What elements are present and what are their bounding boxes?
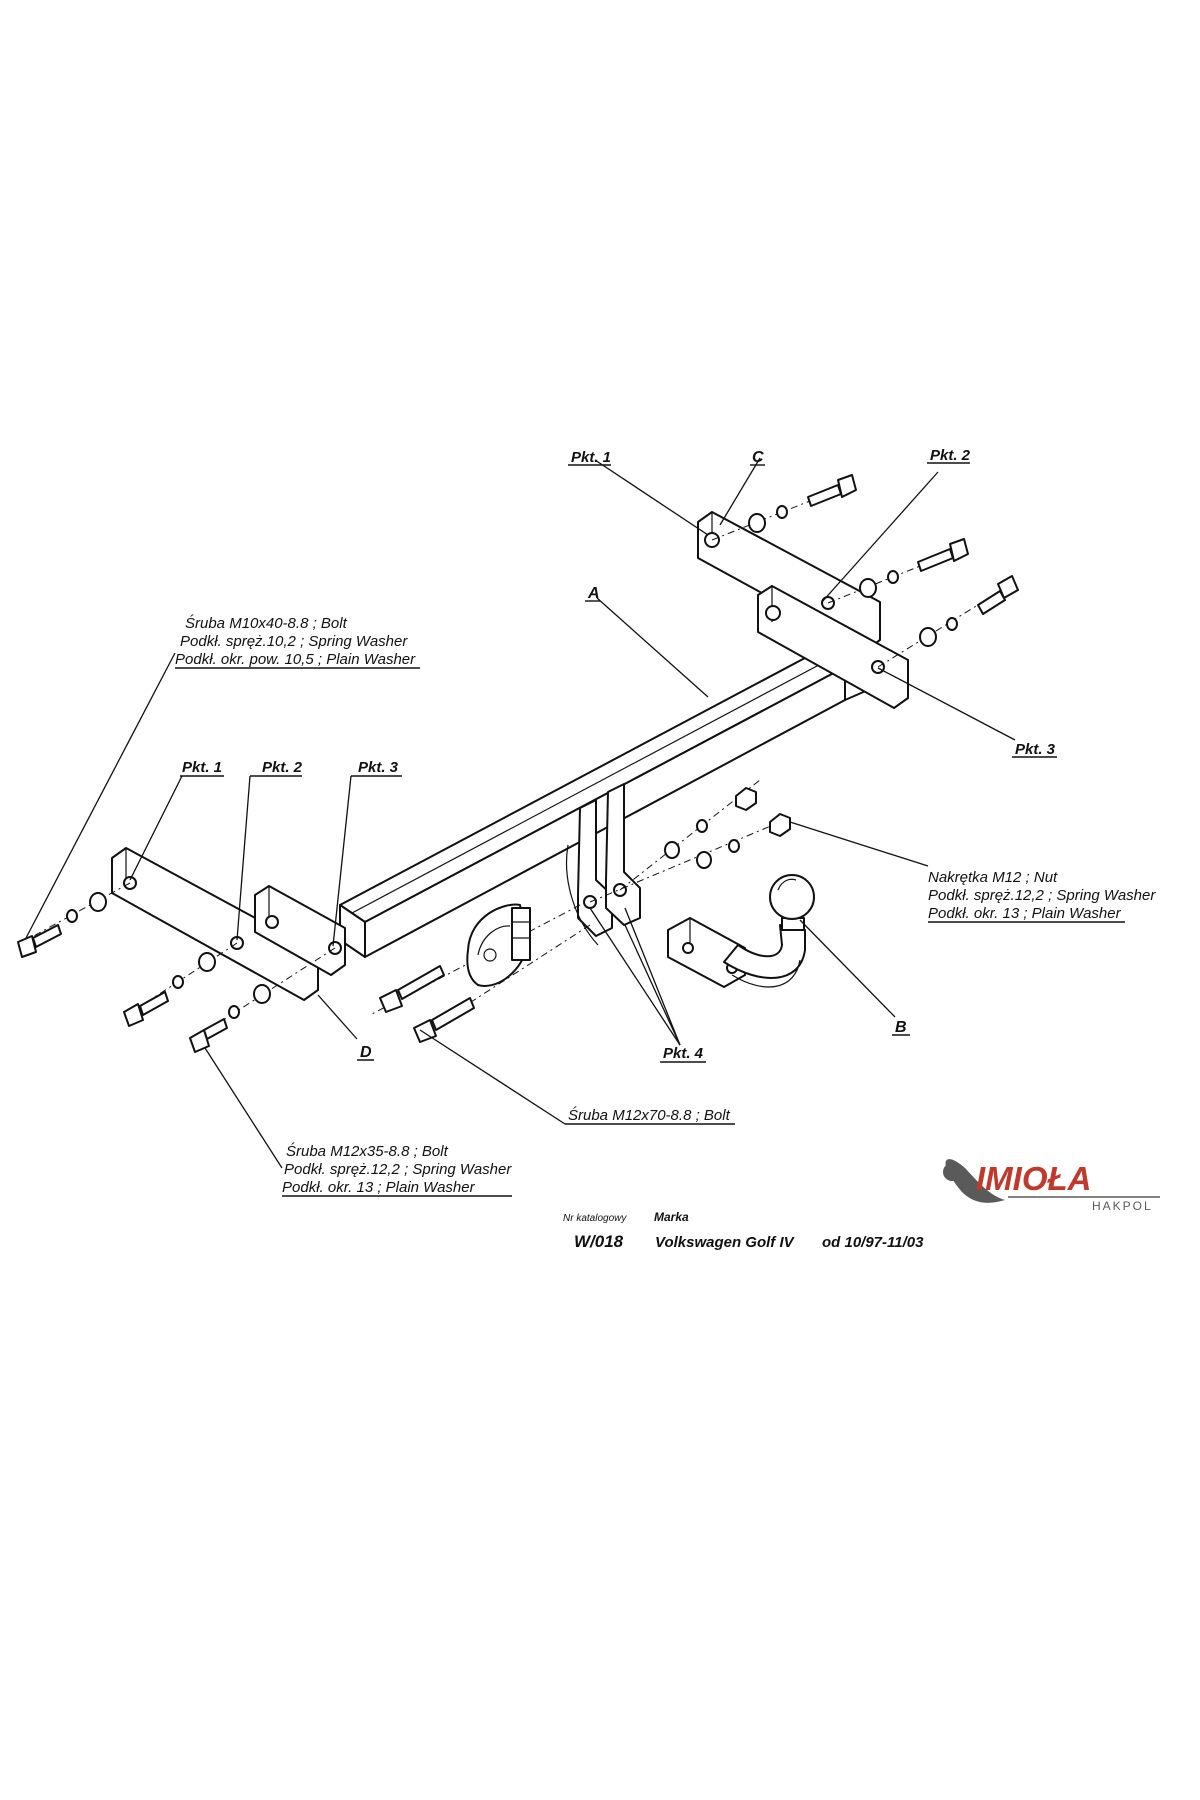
- plain-washer: [748, 513, 766, 533]
- spring-washer: [776, 505, 788, 519]
- plain-washer: [253, 984, 271, 1004]
- note-line: Śruba M12x70-8.8 ; Bolt: [568, 1106, 731, 1124]
- note-bolt-m10: Śruba M10x40-8.8 ; Bolt Podkł. spręż.10,…: [175, 614, 420, 669]
- left-bracket-inner: [254, 885, 346, 976]
- plain-washer: [664, 841, 680, 859]
- note-line: Śruba M10x40-8.8 ; Bolt: [185, 614, 348, 632]
- plain-washer: [198, 952, 216, 972]
- note-line: Śruba M12x35-8.8 ; Bolt: [286, 1142, 449, 1160]
- part-labels: Pkt. 1 C Pkt. 2 A Pkt. 3 Pkt. 1 Pkt. 2 P…: [180, 447, 1057, 1063]
- right-bolt-set-3: [877, 575, 1019, 668]
- bolt-head: [379, 989, 403, 1013]
- bolt-head: [837, 474, 857, 498]
- note-line: Podkł. spręż.10,2 ; Spring Washer: [180, 633, 408, 650]
- plain-washer: [859, 578, 877, 598]
- bolt: [431, 997, 475, 1031]
- plain-washer: [89, 892, 107, 912]
- bolt: [32, 924, 62, 948]
- label-pkt2-left: Pkt. 2: [262, 759, 303, 776]
- note-nut-m12: Nakrętka M12 ; Nut Podkł. spręż.12,2 ; S…: [928, 869, 1156, 923]
- bolt: [977, 590, 1006, 615]
- logo-sub: HAKPOL: [1092, 1199, 1153, 1213]
- note-line: Podkł. okr. 13 ; Plain Washer: [928, 905, 1122, 922]
- label-d: D: [360, 1044, 372, 1061]
- right-bolt-set-1: [711, 474, 857, 541]
- label-pkt3-right: Pkt. 3: [1015, 741, 1056, 758]
- spring-washer: [172, 975, 184, 989]
- bracket-hole: [265, 915, 279, 929]
- brand-label: Marka: [654, 1210, 689, 1224]
- bolt-head: [949, 538, 969, 562]
- bolt: [139, 991, 169, 1016]
- leader-lines: [25, 457, 1016, 1169]
- bolt: [807, 484, 842, 507]
- spring-washer: [728, 839, 740, 853]
- vehicle-years: od 10/97-11/03: [822, 1234, 924, 1251]
- bolt-head: [17, 935, 37, 958]
- center-nut-set-upper: [619, 779, 761, 891]
- label-pkt2-right: Pkt. 2: [930, 447, 971, 464]
- tow-ball-arm: [667, 874, 815, 988]
- note-bolt-m12x70: Śruba M12x70-8.8 ; Bolt: [565, 1106, 735, 1125]
- bolt: [917, 548, 954, 572]
- label-pkt3-left: Pkt. 3: [358, 759, 399, 776]
- right-bolt-set-2: [827, 538, 969, 604]
- label-pkt1-left: Pkt. 1: [182, 759, 222, 776]
- nut: [735, 787, 757, 811]
- note-line: Podkł. okr. 13 ; Plain Washer: [282, 1179, 476, 1196]
- catalog-number: W/018: [574, 1232, 624, 1251]
- center-mount-plates: [565, 783, 641, 946]
- right-bracket-upper: [697, 511, 881, 651]
- imiola-logo: IMIOŁA HAKPOL: [943, 1159, 1160, 1213]
- spring-washer: [887, 570, 899, 584]
- title-block: Nr katalogowy Marka W/018 Volkswagen Gol…: [563, 1210, 924, 1251]
- bolt: [203, 1018, 228, 1040]
- label-pkt4: Pkt. 4: [663, 1045, 704, 1062]
- bolt: [397, 965, 445, 1000]
- bracket-hole: [765, 605, 781, 621]
- nut: [769, 813, 791, 837]
- bolt-head: [997, 575, 1019, 599]
- note-line: Nakrętka M12 ; Nut: [928, 869, 1058, 886]
- label-a: A: [587, 585, 600, 602]
- center-nut-set-lower: [589, 813, 791, 903]
- spring-washer: [66, 909, 78, 923]
- spring-washer: [946, 617, 958, 631]
- left-bolt-set-top: [17, 882, 131, 958]
- note-line: Podkł. spręż.12,2 ; Spring Washer: [284, 1161, 512, 1178]
- catalog-label: Nr katalogowy: [563, 1213, 627, 1224]
- bolt-head: [189, 1029, 210, 1053]
- plain-washer: [696, 851, 712, 869]
- left-bolt-set-middle: [123, 942, 238, 1027]
- plain-washer: [919, 627, 937, 647]
- note-line: Podkł. okr. pow. 10,5 ; Plain Washer: [175, 651, 416, 668]
- logo-name: IMIOŁA: [976, 1160, 1091, 1197]
- note-line: Podkł. spręż.12,2 ; Spring Washer: [928, 887, 1156, 904]
- left-bolt-set-bottom: [189, 947, 336, 1053]
- note-bolt-m12x35: Śruba M12x35-8.8 ; Bolt Podkł. spręż.12,…: [282, 1142, 512, 1197]
- spring-washer: [228, 1005, 240, 1019]
- label-pkt1-right: Pkt. 1: [571, 449, 611, 466]
- label-c: C: [752, 449, 764, 466]
- socket-plate: [466, 903, 531, 987]
- spring-washer: [696, 819, 708, 833]
- tow-ball: [769, 874, 815, 920]
- vehicle-model: Volkswagen Golf IV: [655, 1234, 796, 1251]
- bolt-head: [123, 1003, 144, 1027]
- label-b: B: [895, 1019, 907, 1036]
